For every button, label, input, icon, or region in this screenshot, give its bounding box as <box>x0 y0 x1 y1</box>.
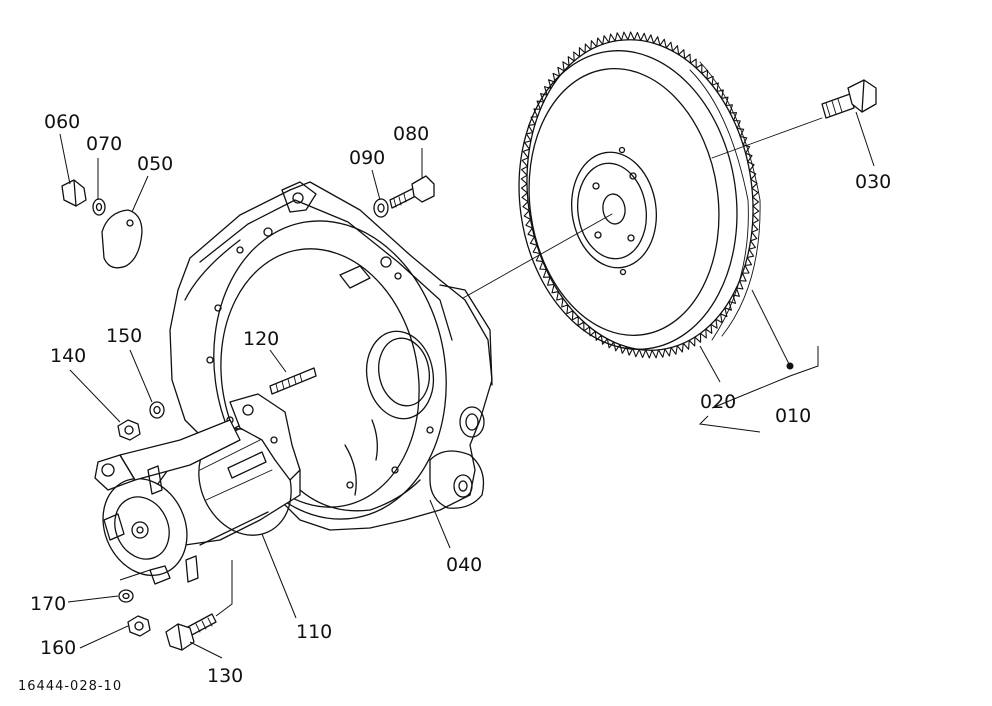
stud-120 <box>269 367 317 395</box>
washer-150 <box>149 401 165 419</box>
part-label-030: 030 <box>855 171 891 193</box>
part-label-010: 010 <box>775 405 811 427</box>
bolt-030 <box>821 79 877 119</box>
part-label-090: 090 <box>349 147 385 169</box>
part-label-060: 060 <box>44 111 80 133</box>
part-label-140: 140 <box>50 345 86 367</box>
washer-070 <box>92 198 106 216</box>
part-label-020: 020 <box>700 391 736 413</box>
starter-motor <box>94 393 301 585</box>
part-label-130: 130 <box>207 665 243 687</box>
part-labels: 010 020 030 040 050 060 070 080 090 110 … <box>30 111 891 687</box>
bolt-060 <box>61 179 87 207</box>
bolt-130 <box>165 613 217 651</box>
part-label-050: 050 <box>137 153 173 175</box>
leader-lines <box>59 111 875 659</box>
bolt-080 <box>389 175 435 209</box>
ring-gear-teeth <box>520 31 760 359</box>
part-label-170: 170 <box>30 593 66 615</box>
nut-160 <box>127 615 151 637</box>
washer-090 <box>373 198 389 218</box>
part-label-150: 150 <box>106 325 142 347</box>
part-label-080: 080 <box>393 123 429 145</box>
part-label-040: 040 <box>446 554 482 576</box>
part-label-160: 160 <box>40 637 76 659</box>
part-label-110: 110 <box>296 621 332 643</box>
cover-plate <box>101 209 143 269</box>
flywheel <box>518 31 761 359</box>
washer-170 <box>118 589 134 603</box>
drawing-number: 16444-028-10 <box>18 679 122 694</box>
nut-140 <box>117 419 141 441</box>
part-label-120: 120 <box>243 328 279 350</box>
part-label-070: 070 <box>86 133 122 155</box>
